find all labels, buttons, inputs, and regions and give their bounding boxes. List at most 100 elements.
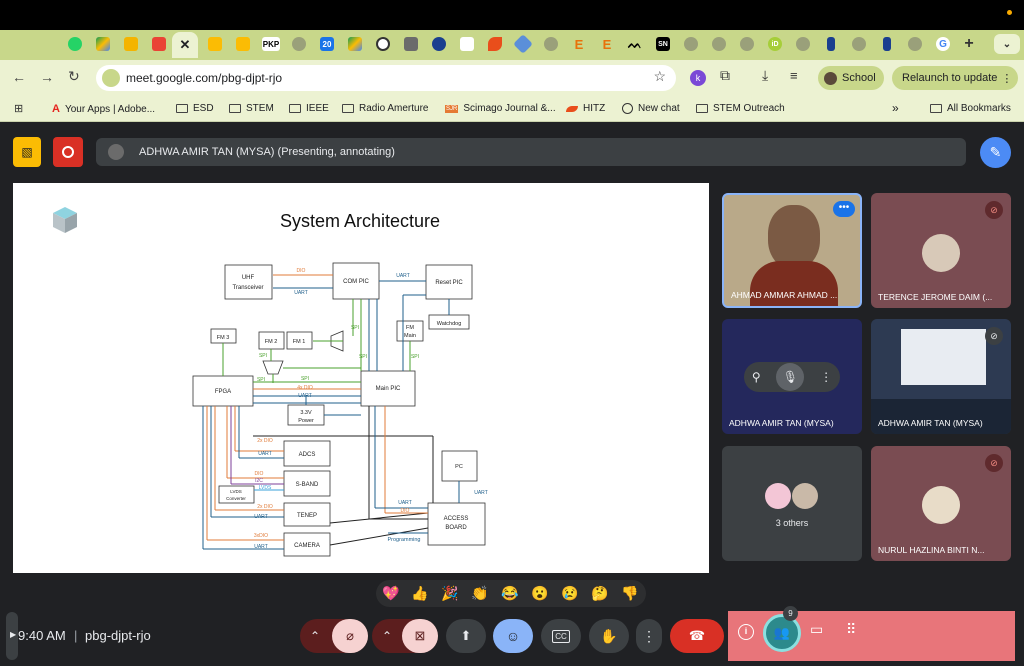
tab[interactable] [62, 34, 88, 54]
tab[interactable] [118, 34, 144, 54]
extensions-icon[interactable]: ⧉ [720, 67, 730, 83]
profile-button[interactable]: School [818, 66, 884, 90]
more-options-icon[interactable]: ••• [833, 201, 855, 217]
mic-icon[interactable]: 🎙 [776, 363, 805, 391]
tab[interactable] [370, 34, 396, 54]
more-vert-icon[interactable]: ⋮ [1001, 72, 1013, 85]
tab-search-button[interactable]: ⌄ [994, 34, 1020, 54]
tab[interactable] [734, 34, 760, 54]
svg-text:Power: Power [298, 418, 314, 424]
tab[interactable] [818, 34, 844, 54]
others-tile[interactable]: 3 others [722, 446, 862, 561]
more-vert-icon[interactable]: ⋮ [820, 370, 833, 384]
download-icon[interactable]: ⤓ [762, 67, 769, 83]
chat-icon[interactable]: ▭ [810, 621, 824, 637]
tab[interactable]: 20 [314, 34, 340, 54]
tab[interactable] [202, 34, 228, 54]
mic-toggle-button[interactable]: ⌀ [332, 619, 368, 653]
chevron-up-icon[interactable]: ⌃ [310, 629, 321, 643]
raise-hand-button[interactable]: ✋ [589, 619, 629, 653]
tab-active-meet[interactable]: ✕ [172, 32, 198, 58]
participant-tile[interactable]: ⊘ TERENCE JEROME DAIM (... [871, 193, 1011, 308]
chevron-up-icon[interactable]: ⌃ [382, 629, 393, 643]
tab[interactable] [706, 34, 732, 54]
people-button[interactable]: 👥 [763, 614, 801, 652]
reaction-thumbs-down[interactable]: 👎 [621, 585, 639, 601]
tab[interactable] [146, 34, 172, 54]
all-bookmarks[interactable]: All Bookmarks [930, 103, 1011, 114]
address-bar[interactable]: meet.google.com/pbg-djpt-rjo ☆ [96, 65, 676, 91]
tab[interactable]: E [566, 34, 592, 54]
bookmark-stem-outreach[interactable]: STEM Outreach [696, 103, 785, 114]
bookmark-esd[interactable]: ESD [176, 103, 214, 114]
reaction-laugh[interactable]: 😂 [501, 585, 519, 601]
participant-tile[interactable]: ⊘ ADHWA AMIR TAN (MYSA) [871, 319, 1011, 434]
extension-k-icon[interactable]: k [690, 70, 706, 86]
tab[interactable] [426, 34, 452, 54]
tab[interactable] [538, 34, 564, 54]
gmail-icon [152, 37, 166, 51]
back-button[interactable]: ← [12, 69, 26, 85]
tab[interactable] [90, 34, 116, 54]
svg-text:Converter: Converter [226, 496, 246, 501]
site-info-icon[interactable] [102, 69, 120, 87]
info-icon[interactable]: i [738, 624, 754, 640]
annotate-button[interactable]: ✎ [980, 137, 1011, 168]
tab[interactable] [342, 34, 368, 54]
tab[interactable] [230, 34, 256, 54]
reaction-surprised[interactable]: 😮 [531, 585, 549, 601]
new-tab-button[interactable]: + [956, 34, 982, 54]
camera-toggle-button[interactable]: ⊠ [402, 619, 438, 653]
tab[interactable]: ᨓ [622, 34, 648, 54]
participant-tile[interactable]: ⊘ NURUL HAZLINA BINTI N... [871, 446, 1011, 561]
more-bookmarks-icon[interactable]: » [892, 101, 899, 115]
bookmark-ieee[interactable]: IEEE [289, 103, 329, 114]
reaction-heart[interactable]: 💖 [382, 585, 400, 601]
forward-button[interactable]: → [40, 69, 54, 85]
pin-icon[interactable]: ⚲ [751, 370, 761, 384]
stop-presenting-button[interactable]: ▧ [13, 137, 41, 167]
reaction-thinking[interactable]: 🤔 [591, 585, 609, 601]
captions-button[interactable]: CC [541, 619, 581, 653]
participant-tile[interactable]: ••• AHMAD AMMAR AHMAD ... [722, 193, 862, 308]
tab[interactable] [482, 34, 508, 54]
tab[interactable] [286, 34, 312, 54]
tab[interactable] [846, 34, 872, 54]
tab[interactable] [902, 34, 928, 54]
reaction-party[interactable]: 🎉 [441, 585, 459, 601]
reaction-sad[interactable]: 😢 [561, 585, 579, 601]
tab[interactable]: SN [650, 34, 676, 54]
close-tab-icon[interactable]: ✕ [179, 37, 191, 52]
reactions-button[interactable]: ☺ [493, 619, 533, 653]
relaunch-button[interactable]: Relaunch to update ⋮ [892, 66, 1018, 90]
bookmark-hitz[interactable]: HITZ [566, 103, 605, 114]
bookmark-new-chat[interactable]: New chat [622, 103, 680, 114]
bookmark-stem[interactable]: STEM [229, 103, 274, 114]
tab[interactable] [454, 34, 480, 54]
star-icon[interactable]: ☆ [653, 68, 666, 84]
tab[interactable]: E [594, 34, 620, 54]
bookmark-radio[interactable]: Radio Amerture [342, 103, 428, 114]
apps-grid-icon[interactable]: ⊞ [14, 103, 24, 115]
recording-button[interactable] [53, 137, 83, 167]
activities-icon[interactable]: ⠿ [846, 621, 857, 637]
present-button[interactable]: ⬆ [446, 619, 486, 653]
tab[interactable]: G [930, 34, 956, 54]
reaction-thumbs-up[interactable]: 👍 [411, 585, 429, 601]
more-options-button[interactable]: ⋮ [636, 619, 662, 653]
tab[interactable] [678, 34, 704, 54]
tab[interactable]: PKP [258, 34, 284, 54]
tab[interactable] [510, 34, 536, 54]
participant-tile[interactable]: ⚲ 🎙 ⋮ ADHWA AMIR TAN (MYSA) [722, 319, 862, 434]
reaction-clap[interactable]: 👏 [471, 585, 489, 601]
media-icon[interactable]: ≡ [790, 68, 798, 83]
tab[interactable] [790, 34, 816, 54]
tab[interactable] [874, 34, 900, 54]
leave-call-button[interactable]: ☎ [670, 619, 724, 653]
tab[interactable]: iD [762, 34, 788, 54]
tab[interactable] [398, 34, 424, 54]
reload-button[interactable]: ↻ [68, 68, 80, 84]
scroll-handle[interactable] [6, 612, 18, 660]
